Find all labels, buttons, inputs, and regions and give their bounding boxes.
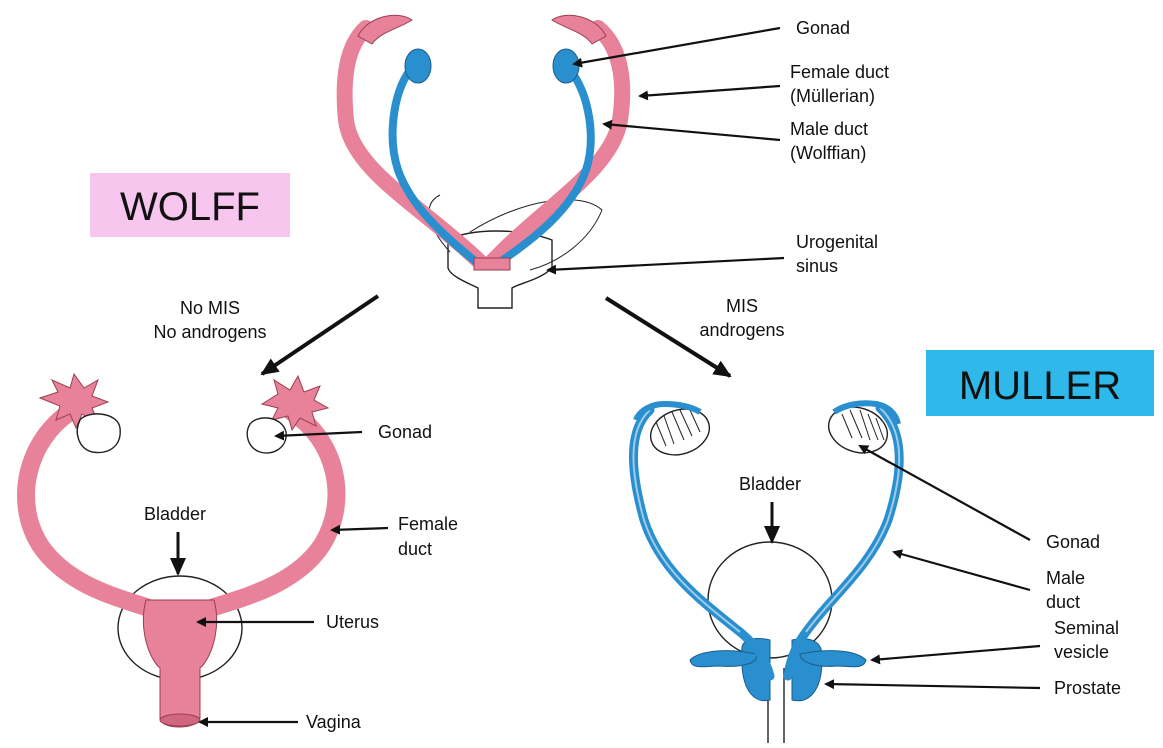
gonad-right — [553, 49, 579, 83]
branch-right-label-line2: androgens — [699, 320, 784, 340]
urogenital-label-line2: sinus — [796, 256, 838, 276]
female-development — [26, 374, 336, 727]
urogenital-arrow — [548, 258, 784, 270]
female-duct-top-arrow — [640, 86, 780, 96]
gonad-male-label: Gonad — [1046, 532, 1100, 552]
seminal-vesicle-label-line1: Seminal — [1054, 618, 1119, 638]
prostate-label: Prostate — [1054, 678, 1121, 698]
sinus-junction — [474, 258, 510, 270]
female-duct-label-line2: duct — [398, 539, 432, 559]
muller-badge-label: MULLER — [959, 364, 1121, 408]
branch-left-label-line2: No androgens — [153, 322, 266, 342]
mullerian-funnel-left — [358, 15, 412, 44]
wolffian-duct-left — [393, 70, 476, 262]
muller-badge: MULLER — [926, 350, 1154, 416]
male-duct-top-label-line1: Male duct — [790, 119, 868, 139]
seminal-vesicle-left — [690, 651, 757, 667]
bladder-female-label: Bladder — [144, 504, 206, 524]
seminal-vesicle-label-line2: vesicle — [1054, 642, 1109, 662]
vaginal-opening — [160, 714, 200, 726]
branch-right-label-line1: MIS — [726, 296, 758, 316]
female-duct-arrow — [332, 528, 388, 530]
bladder-male-label: Bladder — [739, 474, 801, 494]
gonad-top-label: Gonad — [796, 18, 850, 38]
gonad-left — [405, 49, 431, 83]
ovary-left — [77, 414, 120, 453]
prostate-arrow — [826, 684, 1040, 688]
female-duct-label-line1: Female — [398, 514, 458, 534]
male-duct-label-line1: Male — [1046, 568, 1085, 588]
male-duct-arrow — [894, 552, 1030, 590]
wolff-badge-label: WOLFF — [120, 185, 260, 229]
seminal-vesicle-arrow — [872, 646, 1040, 660]
female-duct-top-label-line2: (Müllerian) — [790, 86, 875, 106]
vagina-label: Vagina — [306, 712, 362, 732]
male-duct-top-arrow — [604, 124, 780, 140]
male-development — [633, 400, 899, 743]
uterus-label: Uterus — [326, 612, 379, 632]
gonad-female-label: Gonad — [378, 422, 432, 442]
wolff-badge: WOLFF — [90, 173, 290, 237]
female-duct-top-label-line1: Female duct — [790, 62, 889, 82]
indifferent-stage — [345, 15, 623, 308]
branch-left-arrow — [262, 296, 378, 374]
urogenital-label-line1: Urogenital — [796, 232, 878, 252]
male-duct-top-label-line2: (Wolffian) — [790, 143, 866, 163]
branch-left-label-line1: No MIS — [180, 298, 240, 318]
male-duct-label-line2: duct — [1046, 592, 1080, 612]
mullerian-funnel-right — [552, 15, 606, 44]
